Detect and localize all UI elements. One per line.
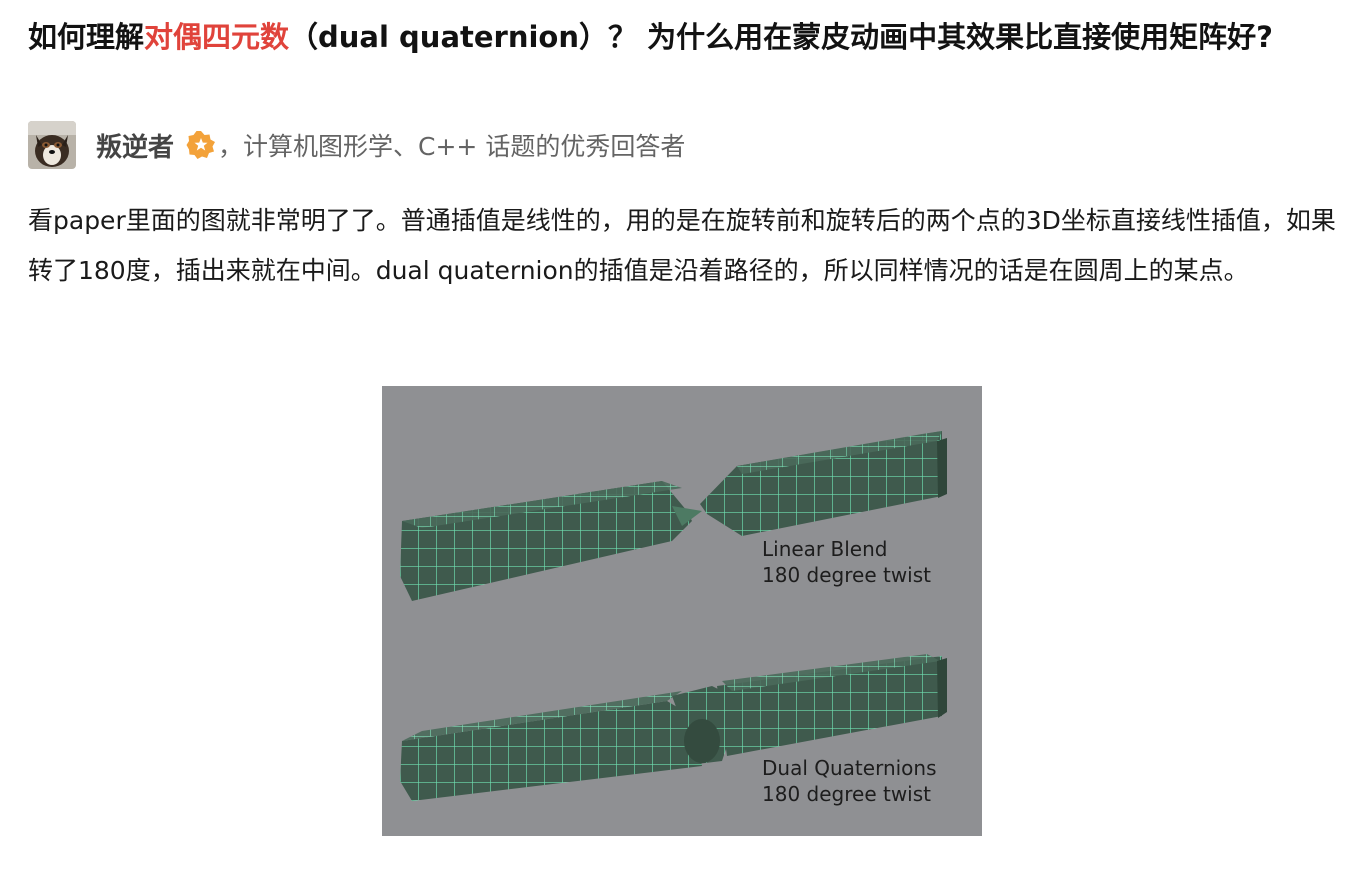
- excellent-answerer-badge-icon[interactable]: [186, 130, 216, 160]
- figure-label-linear-blend: Linear Blend: [762, 537, 887, 561]
- keyword-link-dual-quaternion[interactable]: 对偶四元数: [144, 20, 290, 54]
- question-title-suffix: （dual quaternion）？ 为什么用在蒙皮动画中其效果比直接使用矩阵好…: [289, 20, 1273, 54]
- question-title[interactable]: 如何理解对偶四元数（dual quaternion）？ 为什么用在蒙皮动画中其效…: [28, 12, 1328, 62]
- figure-illustration: Linear Blend 180 degree twist Dual Quate…: [400, 431, 947, 806]
- author-name[interactable]: 叛逆者: [96, 132, 175, 163]
- question-title-prefix: 如何理解: [28, 20, 145, 54]
- figure-label-dual-quaternions-angle: 180 degree twist: [762, 782, 931, 806]
- answer-paragraph: 看paper里面的图就非常明了了。普通插值是线性的，用的是在旋转前和旋转后的两个…: [28, 206, 1336, 285]
- author-info: 叛逆者 ，计算机图形学、C++ 话题的优秀回答者: [28, 120, 685, 170]
- figure-image-dual-quaternion-comparison[interactable]: Linear Blend 180 degree twist Dual Quate…: [382, 386, 982, 836]
- dual-quaternions-mesh: [400, 654, 947, 801]
- figure-label-linear-blend-angle: 180 degree twist: [762, 563, 931, 587]
- linear-blend-mesh: [400, 431, 947, 601]
- author-description: ，计算机图形学、C++ 话题的优秀回答者: [218, 132, 686, 161]
- avatar[interactable]: [28, 121, 76, 169]
- figure-label-dual-quaternions: Dual Quaternions: [762, 756, 937, 780]
- avatar-image: [28, 121, 76, 169]
